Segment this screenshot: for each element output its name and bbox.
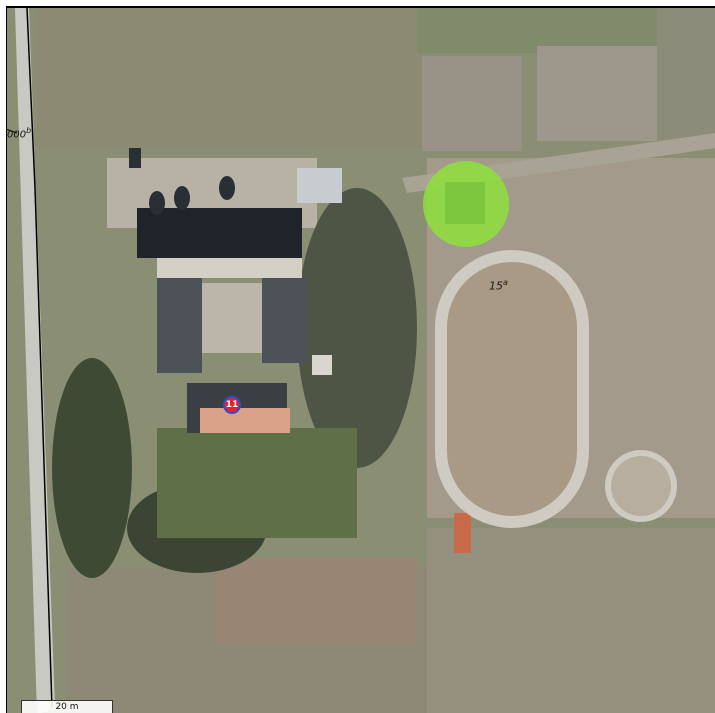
- parcel-boundary-line: [26, 8, 53, 709]
- map-view[interactable]: 15a 000b 11 20 m: [6, 6, 715, 713]
- parcel-label-15a: 15a: [489, 278, 508, 293]
- scale-bar: 20 m: [21, 700, 113, 713]
- barn-roof-east: [262, 278, 307, 363]
- barn-roof-north: [137, 208, 302, 258]
- aerial-imagery: [7, 8, 715, 713]
- barn-roof-west: [157, 278, 202, 373]
- address-marker[interactable]: 11: [223, 396, 241, 414]
- parcel-label-edge: 000b: [7, 126, 32, 141]
